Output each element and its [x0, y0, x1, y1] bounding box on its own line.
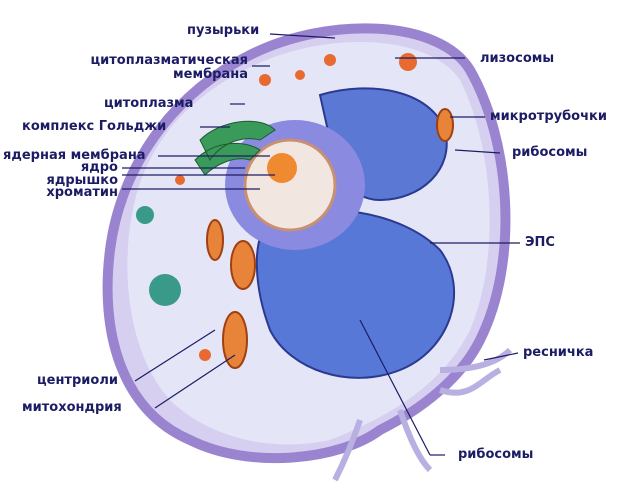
label-nuclear-membrane: ядерная мембрана — [3, 148, 146, 163]
label-er: ЭПС — [525, 235, 555, 250]
label-nucleolus: ядрышко — [46, 173, 118, 188]
vesicle — [259, 74, 271, 86]
vacuole — [149, 274, 181, 306]
vesicle — [175, 175, 185, 185]
label-cytoplasm: цитоплазма — [104, 96, 194, 111]
mitochondrion — [230, 240, 256, 290]
label-mitochondrion: митохондрия — [22, 400, 122, 415]
label-nucleus: ядро — [80, 160, 118, 175]
label-centrioles: центриоли — [37, 373, 118, 388]
nucleus — [243, 138, 337, 232]
endoplasmic-reticulum — [255, 209, 456, 379]
vesicle — [324, 54, 336, 66]
mitochondrion — [222, 311, 248, 369]
label-lysosomes: лизосомы — [480, 51, 555, 66]
label-cilium: ресничка — [523, 345, 594, 360]
nucleolus — [267, 153, 297, 183]
vacuole — [136, 206, 154, 224]
label-plasma-membrane: цитоплазматическая — [90, 53, 248, 68]
label-ribosomes-top: рибосомы — [512, 145, 588, 160]
vesicle — [295, 70, 305, 80]
label-vesicles: пузырьки — [187, 23, 260, 38]
vesicle — [199, 349, 211, 361]
label-microtubules: микротрубочки — [490, 109, 607, 124]
mitochondrion — [436, 108, 454, 142]
lysosome — [399, 53, 417, 71]
cilia — [332, 347, 513, 482]
label-golgi: комплекс Гольджи — [22, 119, 167, 134]
label-plasma-membrane-2: мембрана — [173, 67, 248, 82]
mitochondrion — [206, 219, 224, 261]
label-chromatin: хроматин — [46, 185, 118, 200]
leader-lines — [122, 33, 520, 456]
label-ribosomes-bottom: рибосомы — [458, 447, 534, 462]
